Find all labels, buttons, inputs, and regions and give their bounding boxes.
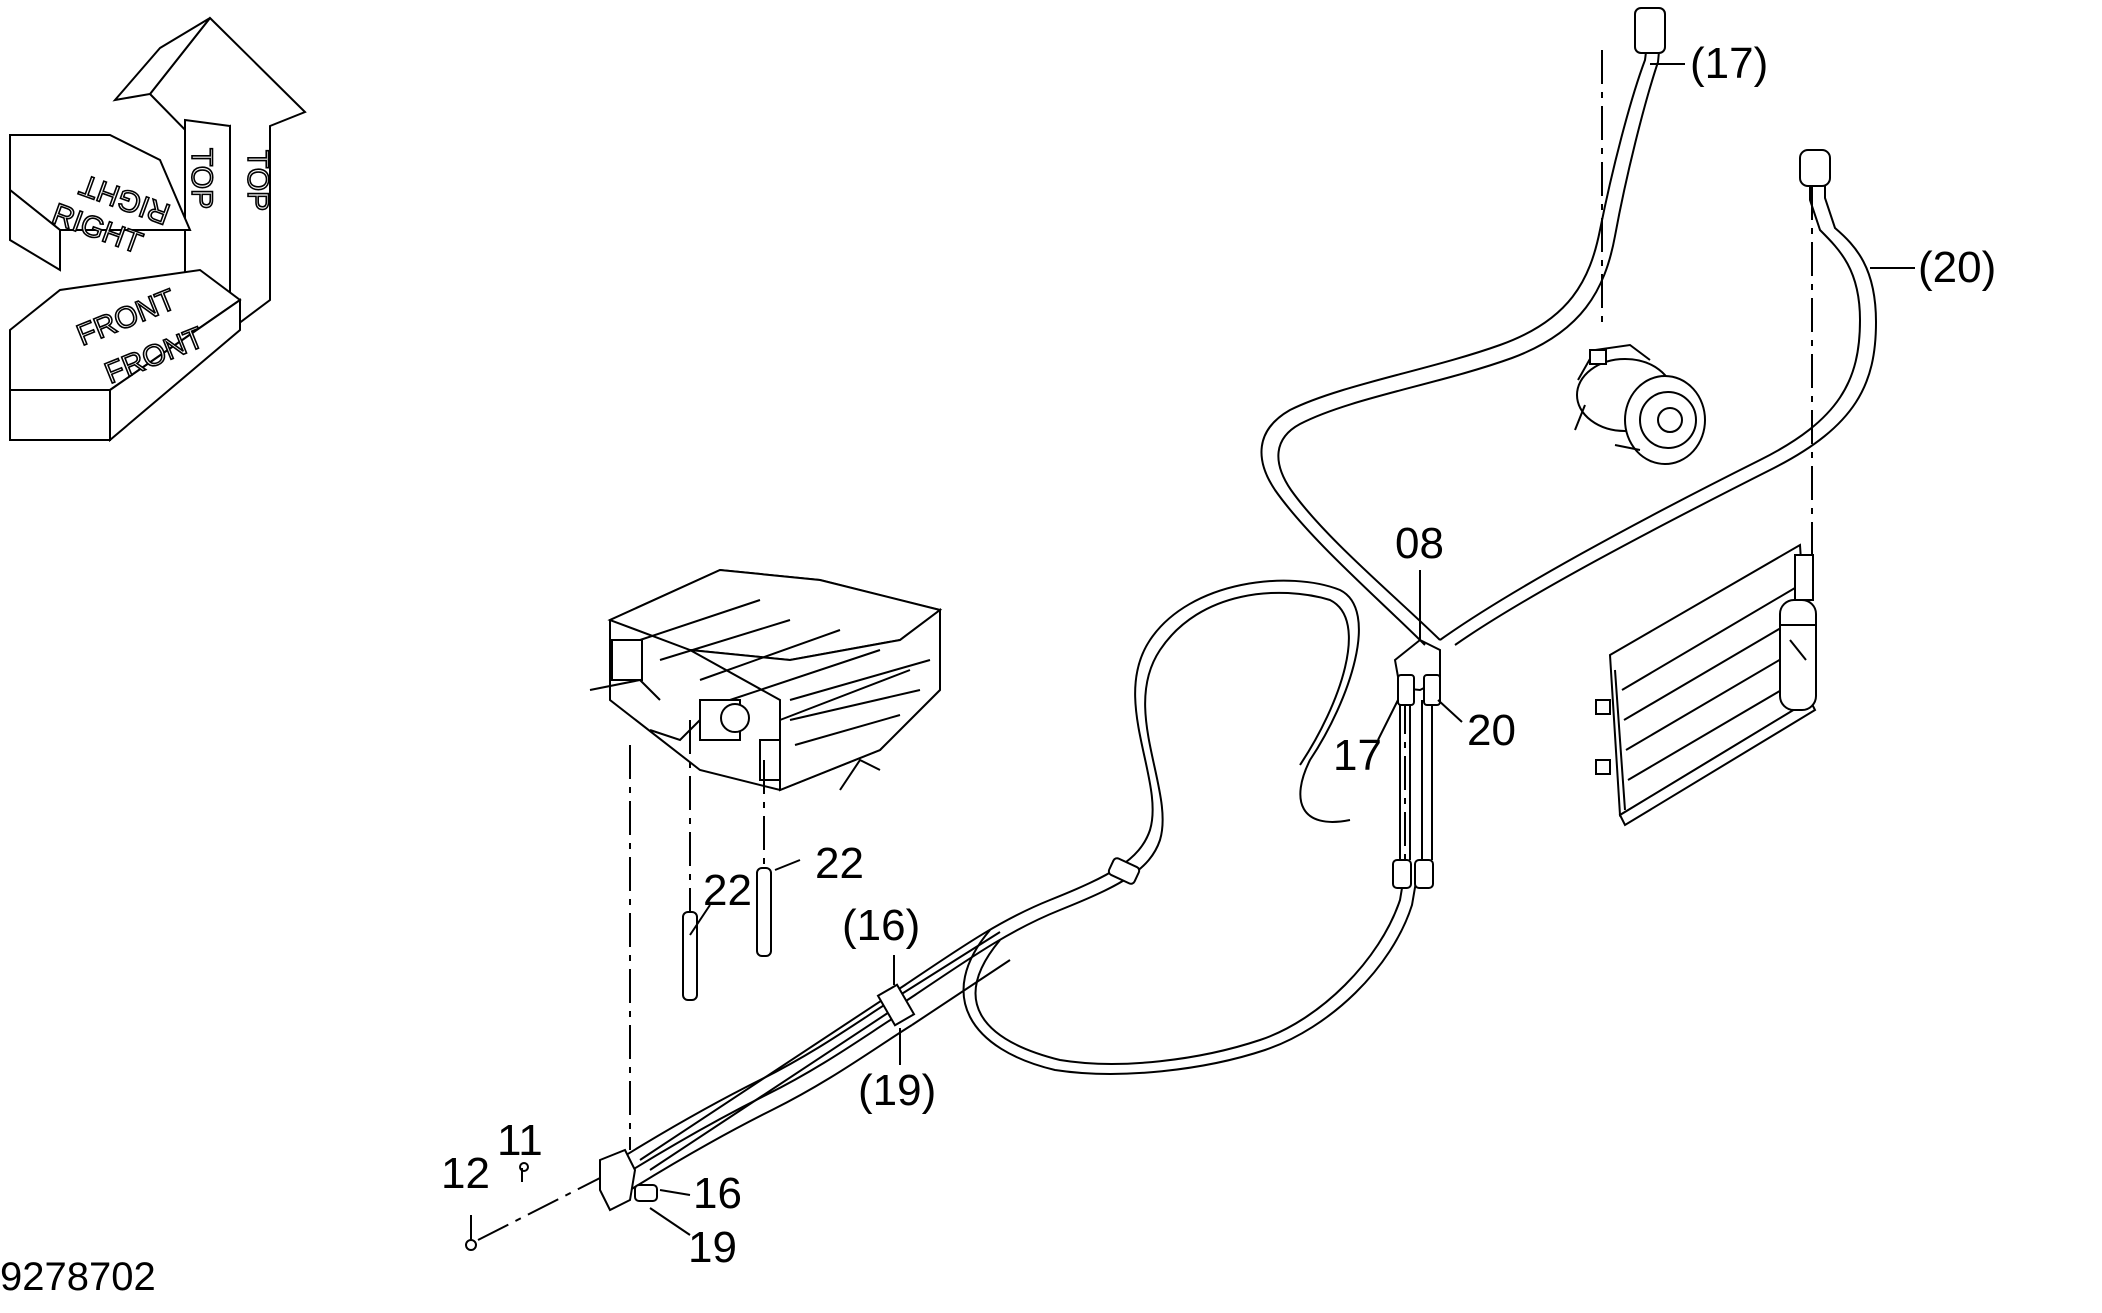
hose-fitting-left — [599, 1148, 658, 1212]
hose-16-19-run — [609, 931, 1011, 1196]
hose-clamp — [876, 983, 916, 1027]
receiver-drier — [1779, 554, 1817, 711]
hose-loop-rear — [639, 579, 1419, 1171]
callout-17: 17 — [1333, 731, 1382, 780]
orientation-label-top-1: TOP — [241, 150, 274, 211]
callout-20: 20 — [1467, 706, 1516, 755]
hose-17-to-compressor — [1260, 7, 1666, 646]
hose-connector-mid — [1107, 857, 1434, 889]
hose-20-to-condenser — [1439, 149, 1878, 646]
orientation-arrow-right — [9, 134, 192, 272]
leader-lines — [470, 63, 1915, 1240]
orientation-symbol: TOP TOP RIGHT RIGHT FRONT FRONT — [9, 16, 307, 443]
callout-16-paren: (16) — [842, 901, 920, 950]
drain-hose-22-right — [756, 867, 772, 957]
ac-compressor — [1574, 343, 1706, 465]
orientation-label-top-2: TOP — [185, 148, 218, 209]
drawing-number: 9278702 — [0, 1255, 156, 1299]
callout-11: 11 — [497, 1116, 543, 1165]
callout-16: 16 — [693, 1169, 742, 1218]
callout-12: 12 — [441, 1149, 490, 1198]
callout-19-paren: (19) — [858, 1066, 936, 1115]
hvac-unit — [589, 568, 943, 792]
fitting-08 — [1393, 638, 1441, 706]
callout-22-right: 22 — [815, 839, 864, 888]
bolt-alignment-line — [477, 1177, 601, 1241]
callout-22-left: 22 — [703, 866, 752, 915]
callout-20-paren: (20) — [1918, 243, 1996, 292]
drain-hose-22-left — [682, 911, 698, 1001]
callout-08: 08 — [1395, 519, 1444, 568]
hose-risers-17-20 — [1399, 700, 1433, 860]
bolt-12 — [465, 1239, 477, 1251]
orientation-arrow-front — [9, 268, 242, 443]
callout-19: 19 — [688, 1223, 737, 1272]
callout-17-paren: (17) — [1690, 39, 1768, 88]
